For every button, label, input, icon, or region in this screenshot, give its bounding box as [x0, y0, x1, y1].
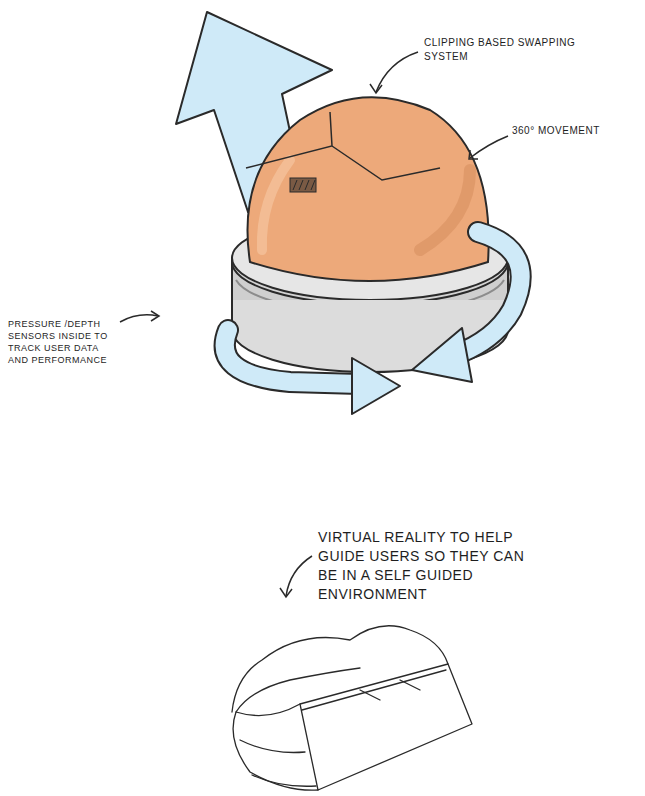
callout-note: CLIPPING BASED SWAPPING SYSTEM [424, 36, 614, 63]
callout-note: 360° MOVEMENT [512, 124, 632, 138]
callout-note: PRESSURE /DEPTH SENSORS INSIDE TO TRACK … [8, 318, 120, 367]
callout-note: VIRTUAL REALITY TO HELP GUIDE USERS SO T… [318, 528, 533, 604]
